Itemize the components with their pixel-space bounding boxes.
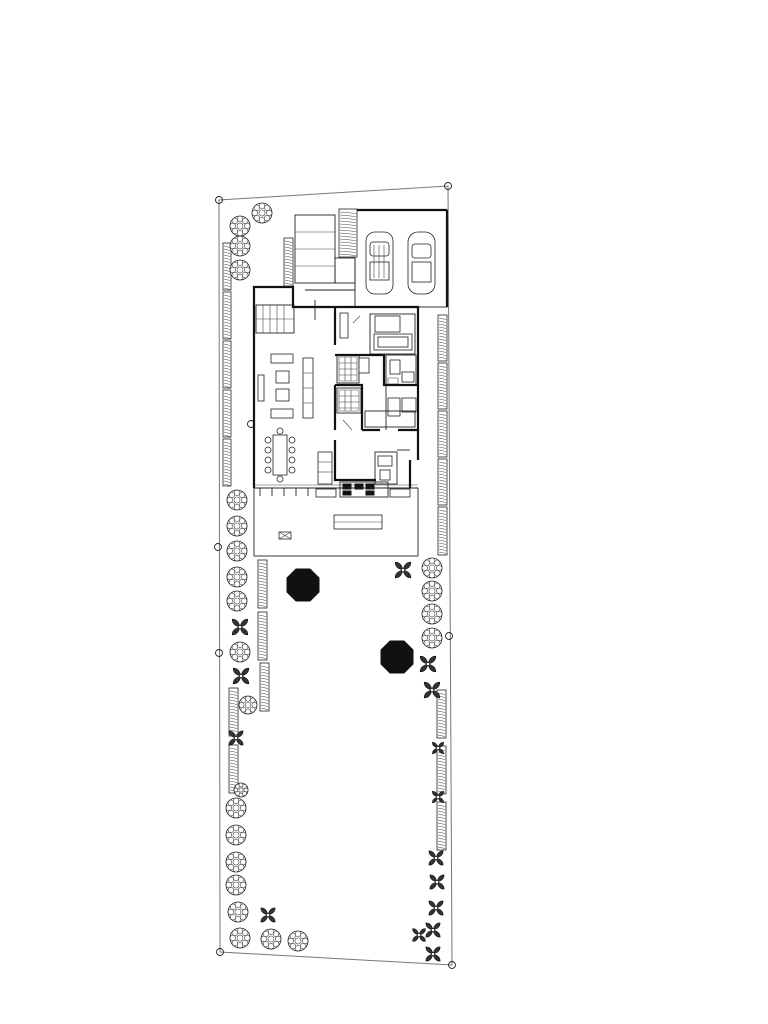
living-room — [257, 300, 316, 419]
shrub-icon — [421, 557, 443, 579]
palm-icon — [432, 791, 444, 803]
hedge-icon — [436, 689, 447, 739]
tree-canopy-icon — [286, 568, 320, 602]
hedge-icon — [222, 438, 232, 487]
bathroom — [336, 354, 370, 384]
dining-room — [264, 427, 296, 483]
staircase — [255, 304, 295, 334]
palm-icon — [260, 907, 276, 923]
hedge-icon — [437, 506, 448, 556]
bathroom — [336, 387, 362, 414]
shrub-icon — [225, 797, 247, 819]
two-car-garage — [354, 208, 449, 308]
hedge-icon — [222, 340, 232, 389]
interior-walls — [333, 353, 418, 432]
shrub-icon — [260, 928, 282, 950]
palm-icon — [425, 922, 441, 938]
shrub-icon — [251, 202, 273, 224]
survey-point-icon — [215, 196, 223, 204]
bedroom — [333, 307, 416, 355]
bathroom — [385, 354, 417, 386]
palm-icon — [432, 742, 444, 754]
shrub-icon — [238, 695, 258, 715]
hedge-icon — [228, 687, 239, 737]
bedroom — [364, 397, 417, 428]
hedge-icon — [259, 662, 270, 712]
shrub-icon — [421, 580, 443, 602]
hedge-icon — [338, 208, 358, 258]
survey-point-icon — [215, 649, 223, 657]
survey-point-icon — [445, 632, 453, 640]
hedge-icon — [257, 559, 268, 609]
hedges — [222, 208, 448, 851]
hedge-icon — [228, 744, 239, 794]
shrub-icon — [226, 515, 248, 537]
hedge-icon — [436, 801, 447, 851]
shrub-icon — [229, 235, 251, 257]
hedge-icon — [437, 314, 448, 362]
survey-point-icon — [444, 182, 452, 190]
shrub-icon — [421, 603, 443, 625]
survey-point-icon — [214, 543, 222, 551]
shrub-icon — [225, 824, 247, 846]
shrub-icon — [229, 215, 251, 237]
hedge-icon — [437, 362, 448, 410]
palm-icon — [419, 655, 437, 673]
palm-icon — [394, 561, 412, 579]
shrub-icon — [227, 901, 249, 923]
palm-icon — [429, 874, 445, 890]
car — [407, 231, 436, 295]
palm-icon — [228, 730, 244, 746]
entrance-steps — [294, 214, 356, 291]
hedge-icon — [222, 291, 232, 340]
house-floor-plan — [252, 285, 420, 498]
kitchen — [315, 440, 411, 498]
shrub-icon — [229, 259, 251, 281]
sliding-doors — [259, 488, 309, 496]
palm-icon — [425, 946, 441, 962]
shrub-icon — [226, 540, 248, 562]
shrub-icon — [225, 851, 247, 873]
hedge-icon — [222, 389, 232, 438]
hedge-icon — [283, 237, 294, 287]
hedge-icon — [437, 410, 448, 458]
shrub-icon — [421, 627, 443, 649]
shrub-icon — [226, 566, 248, 588]
hedge-icon — [222, 242, 232, 291]
shrub-icon — [229, 641, 251, 663]
shrub-icon — [226, 590, 248, 612]
shrubs — [225, 202, 443, 952]
palm-icon — [412, 928, 426, 942]
palms — [228, 561, 445, 962]
palm-icon — [231, 618, 249, 636]
shrub-icon — [229, 927, 251, 949]
survey-point-icon — [216, 948, 224, 956]
palm-icon — [428, 900, 444, 916]
terrace — [253, 487, 419, 557]
lot-boundary — [214, 182, 456, 969]
shrub-icon — [287, 930, 309, 952]
tree-canopy-icon — [380, 640, 414, 674]
palm-icon — [428, 850, 444, 866]
shrub-icon — [226, 489, 248, 511]
hedge-icon — [257, 611, 268, 661]
palm-icon — [423, 681, 441, 699]
palm-icon — [232, 667, 250, 685]
hedge-icon — [437, 458, 448, 506]
shrub-icon — [233, 782, 249, 798]
shrub-icon — [225, 874, 247, 896]
car — [365, 231, 394, 295]
survey-point-icon — [448, 961, 456, 969]
